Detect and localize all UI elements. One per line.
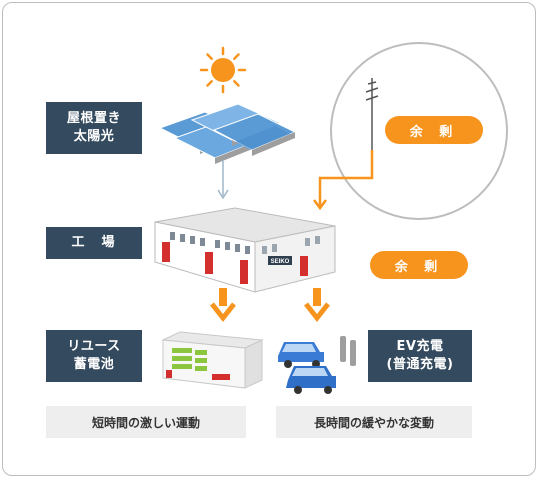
grid-to-factory-arrow [313, 150, 374, 211]
surplus-badge-factory: 余 剰 [370, 251, 468, 279]
reuse-battery-label: リユース 蓄電池 [46, 330, 142, 382]
sun-icon [199, 46, 247, 94]
solar-to-factory-arrow [217, 160, 229, 200]
battery-container-icon [161, 331, 264, 389]
ev-car-icon [278, 342, 336, 394]
factory-to-ev-arrow [304, 288, 330, 323]
utility-pole-icon [365, 78, 379, 150]
factory-to-battery-arrow [210, 288, 236, 323]
factory-icon: SEIKO [154, 207, 336, 293]
solar-label: 屋根置き 太陽光 [46, 102, 142, 154]
solar-panel-icon [158, 103, 297, 164]
ev-charging-label: EV充電 (普通充電) [368, 330, 472, 382]
caption-long-term: 長時間の緩やかな変動 [276, 406, 472, 438]
building-sign: SEIKO [271, 259, 290, 265]
ev-charger-icon [340, 336, 356, 366]
surplus-badge-grid: 余 剰 [385, 116, 483, 144]
factory-label: 工 場 [46, 227, 142, 259]
caption-short-term: 短時間の激しい運動 [46, 406, 246, 438]
